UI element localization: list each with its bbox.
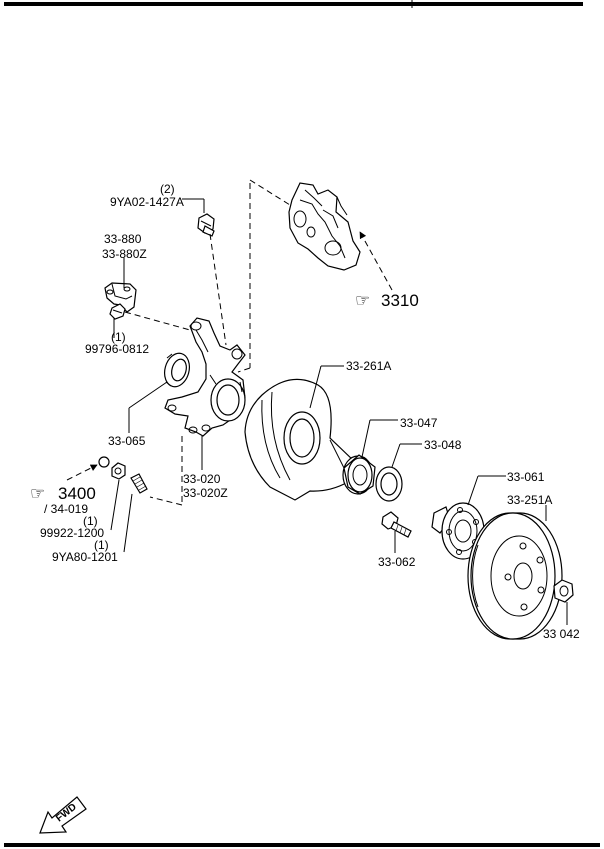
bolt-99796-0812 [109, 303, 126, 320]
dust-cover-33-261a [244, 378, 356, 501]
label-33-880z: 33-880Z [102, 247, 147, 261]
reference-hand-icon: ☞ [30, 484, 45, 503]
bracket-33-880 [104, 282, 137, 313]
label-33-048: 33-048 [424, 438, 462, 452]
label-33-020z: 33-020Z [183, 486, 228, 500]
bearing-33-048 [375, 466, 403, 502]
qty-bolt-bracket: (1) [111, 330, 126, 344]
bearing-33-047 [342, 454, 376, 495]
label-9ya02-1427a: 9YA02-1427A [110, 195, 184, 209]
label-33-042: 33 042 [543, 627, 580, 641]
qty-stud: (1) [94, 538, 109, 552]
oil-seal-33-065 [164, 352, 190, 388]
label-9ya80-1201: 9YA80-1201 [52, 550, 118, 564]
brake-disc-33-251a [467, 512, 563, 640]
stud-9ya80-1201 [130, 473, 148, 494]
hub-nut-33-042 [553, 579, 574, 603]
qty-bolt-top: (2) [160, 182, 175, 196]
label-33-880: 33-880 [104, 232, 142, 246]
brake-caliper [288, 182, 361, 271]
label-33-065: 33-065 [108, 434, 146, 448]
steering-knuckle-33-020 [164, 317, 246, 437]
label-33-020: 33-020 [183, 472, 221, 486]
ref-3310[interactable]: 3310 [381, 291, 419, 310]
label-33-251a: 33-251A [507, 493, 552, 507]
label-33-062: 33-062 [378, 555, 416, 569]
nut-99922-1200 [111, 462, 126, 480]
forward-arrow-icon [39, 796, 87, 834]
label-33-261a: 33-261A [346, 359, 391, 373]
label-33-047: 33-047 [400, 416, 438, 430]
ref-34-019: / 34-019 [44, 502, 88, 516]
label-99922-1200: 99922-1200 [40, 526, 104, 540]
qty-nut: (1) [83, 514, 98, 528]
label-33-061: 33-061 [507, 470, 545, 484]
ref-3400[interactable]: 3400 [58, 484, 96, 503]
hub-bolt-33-062 [381, 511, 412, 538]
bush-34-019 [98, 456, 110, 468]
bolt-9ya02-1427a [197, 213, 215, 237]
label-99796-0812: 99796-0812 [85, 342, 149, 356]
reference-hand-icon: ☞ [355, 291, 370, 310]
